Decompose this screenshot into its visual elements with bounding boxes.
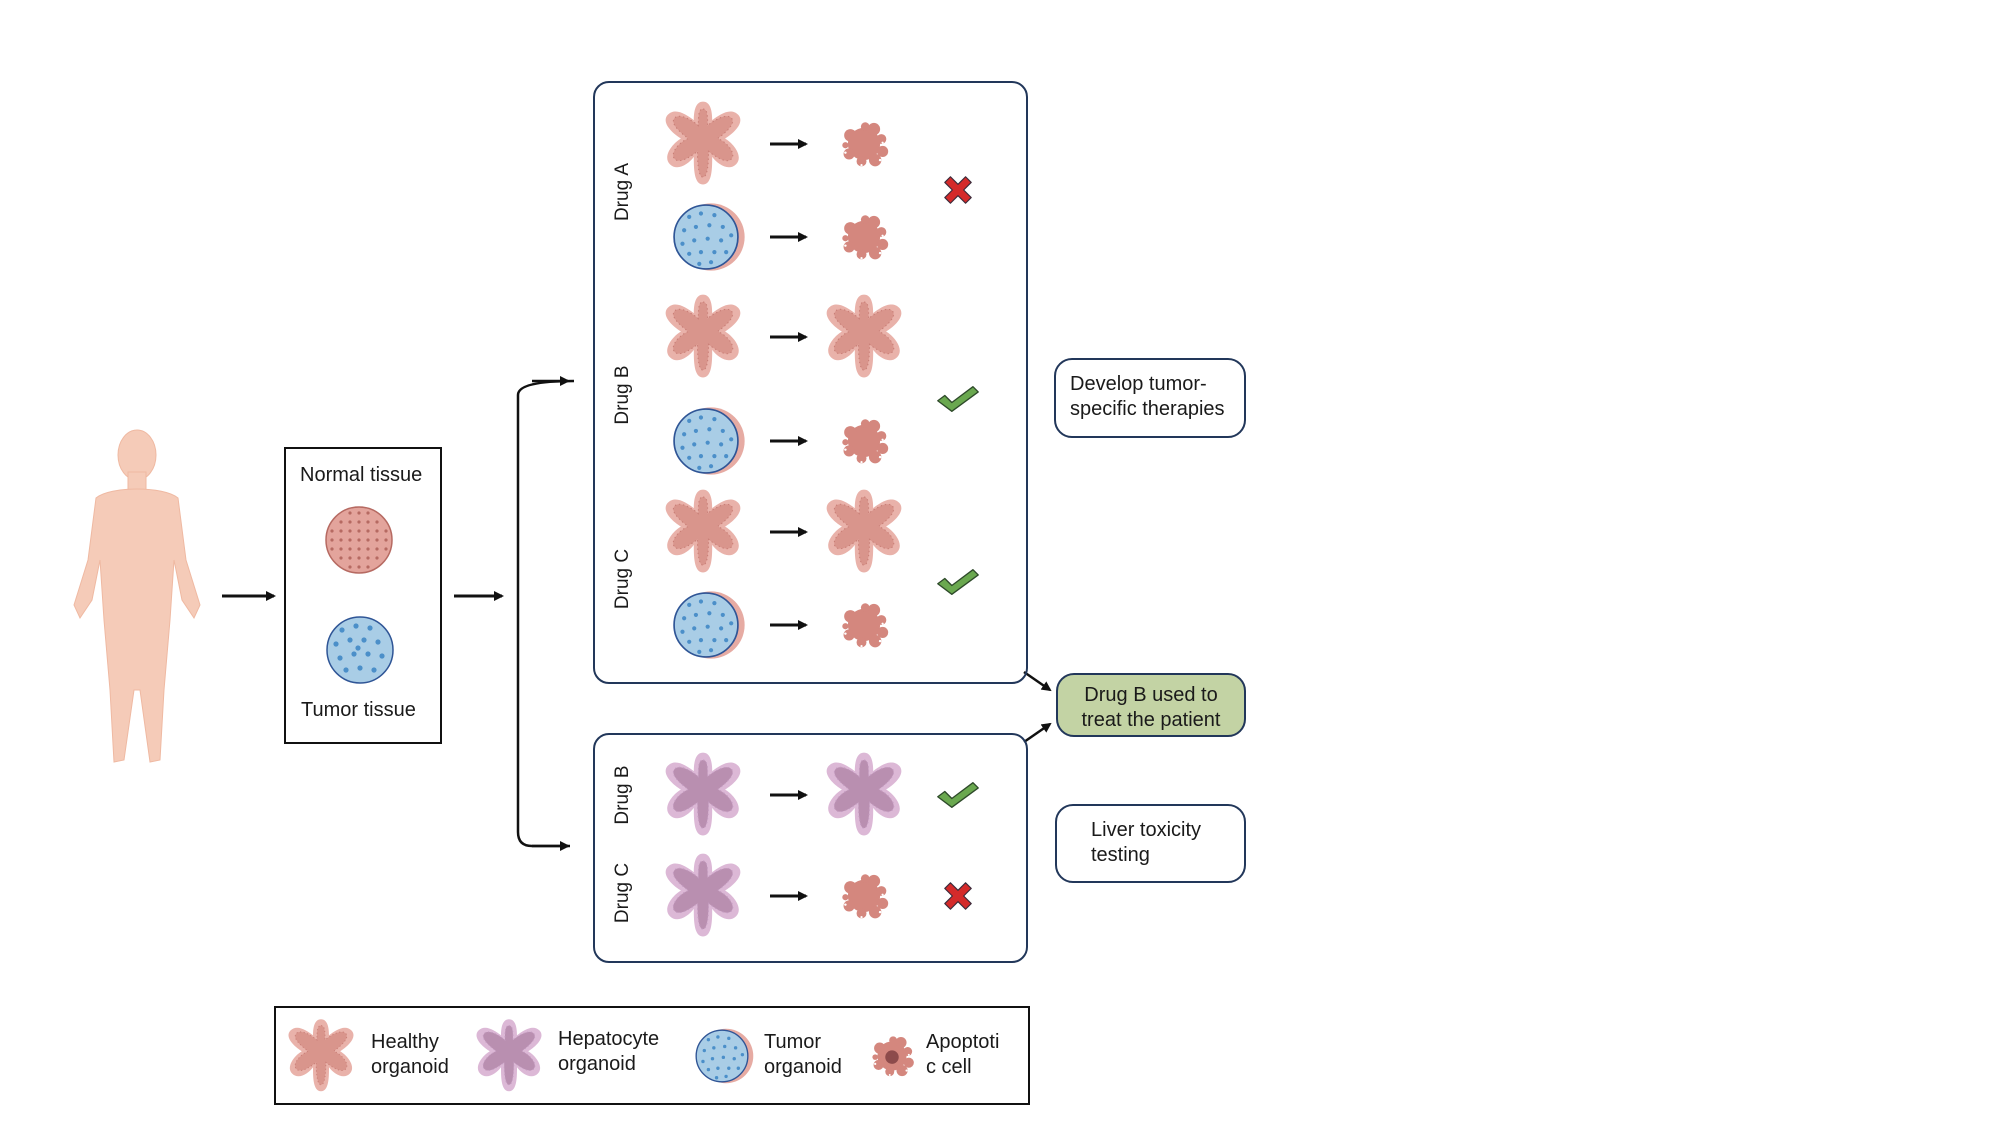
treatment-outcome: Drug B used to treat the patient [1056, 673, 1246, 737]
liver-line2: testing [1091, 844, 1150, 866]
tumor-therapy-line1: Develop tumor- [1070, 373, 1207, 395]
drug-label: Drug A [612, 162, 633, 222]
tumor-therapy-line2: specific therapies [1070, 398, 1225, 420]
legend [274, 1006, 1030, 1105]
liver-organoid-panel [593, 733, 1028, 963]
normal-tissue-icon [325, 506, 393, 574]
treatment-line2: treat the patient [1081, 709, 1221, 731]
liver-line1: Liver toxicity [1091, 819, 1202, 841]
legend-label-healthy: Healthy organoid [371, 1031, 449, 1078]
drug-label: Drug C [612, 548, 633, 610]
tumor-organoid-panel [593, 81, 1028, 684]
legend-label-hepatocyte: Hepatocyte organoid [558, 1028, 660, 1075]
drug-label: Drug C [612, 862, 633, 924]
legend-label-tumor: Tumor organoid [764, 1031, 842, 1078]
arrow-liver-to-outcome [1023, 722, 1052, 744]
tumor-tissue-icon [326, 616, 394, 684]
arrow-tumor-to-outcome [1023, 670, 1052, 692]
tissue-sample-box [284, 447, 442, 744]
legend-label-apoptotic: Apoptoti c cell [926, 1031, 1000, 1078]
tumor-therapy-outcome: Develop tumor- specific therapies [1054, 358, 1246, 438]
human-body-icon [73, 429, 201, 763]
normal-tissue-label: Normal tissue [300, 464, 423, 486]
tumor-tissue-label: Tumor tissue [301, 699, 416, 721]
drug-label: Drug B [612, 365, 633, 425]
liver-toxicity-outcome: Liver toxicity testing [1055, 804, 1246, 883]
treatment-line1: Drug B used to [1084, 684, 1218, 706]
branch-connector [516, 379, 575, 848]
